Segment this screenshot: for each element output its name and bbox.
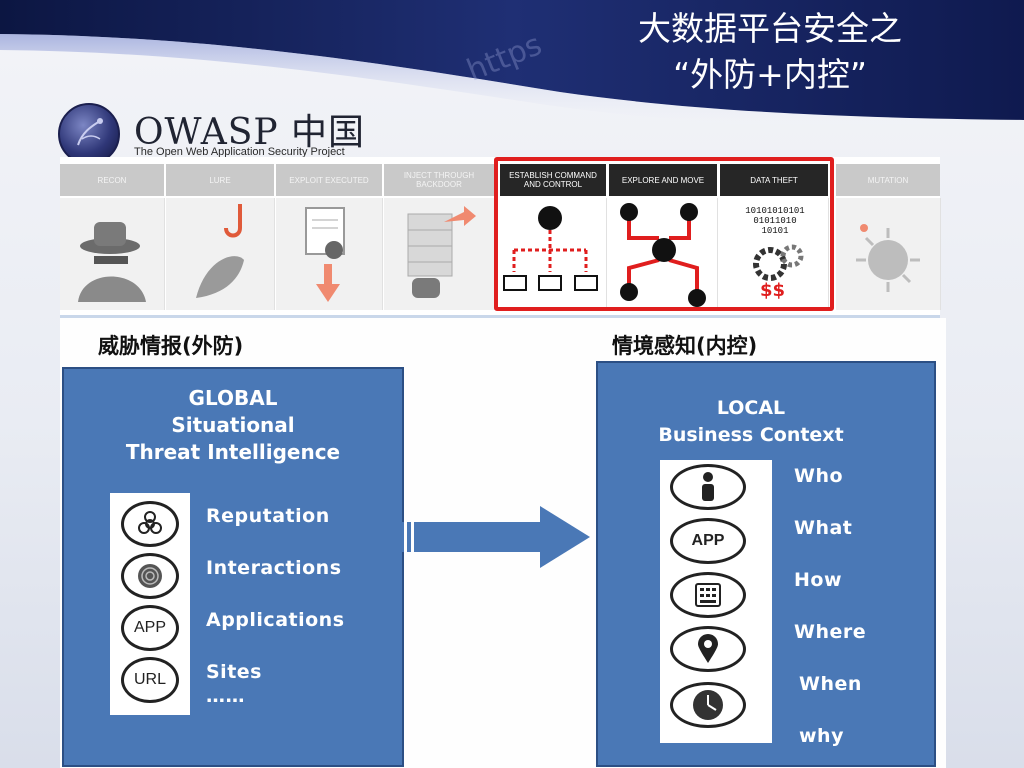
app-window-icon-text: APP (692, 532, 725, 550)
url-icon: URL (121, 657, 179, 703)
interactions-label: Interactions (206, 557, 342, 579)
local-context-title: LOCAL Business Context (598, 395, 904, 449)
title-line: GLOBAL (64, 385, 402, 412)
global-intel-box: GLOBAL Situational Threat Intelligence A… (62, 367, 404, 767)
exploit-panel (276, 198, 383, 310)
slide-title: 大数据平台安全之 “外防+内控” (560, 6, 980, 98)
global-icon-strip: APP URL (110, 493, 190, 715)
what-label: What (794, 517, 852, 539)
document-bomb-icon (276, 198, 382, 310)
clock-icon (670, 682, 746, 728)
app-icon: APP (121, 605, 179, 651)
right-section-heading: 情境感知(内控) (612, 330, 757, 360)
slide-title-line2: “外防+内控” (560, 52, 980, 98)
kill-chain-graphic: RECON LURE EXPLOIT EXECUTED INJECT THROU… (60, 157, 940, 319)
who-label: Who (794, 465, 843, 487)
person-icon (670, 464, 746, 510)
when-label: When (799, 673, 862, 695)
owasp-logo (58, 103, 120, 165)
biohazard-icon (121, 501, 179, 547)
brick-wall-icon (384, 198, 494, 310)
flow-arrow-icon (400, 506, 590, 568)
ellipsis-label: …… (206, 685, 245, 707)
active-stages-highlight (494, 157, 834, 311)
lure-panel (166, 198, 275, 310)
where-label: Where (794, 621, 866, 643)
kill-chain-stage-recon: RECON (60, 164, 164, 196)
title-line: LOCAL (598, 395, 904, 422)
keypad-icon (670, 572, 746, 618)
owasp-wasp-icon (60, 105, 118, 163)
slide-title-line1: 大数据平台安全之 (560, 6, 980, 52)
fishhook-icon (166, 198, 274, 310)
why-label: why (799, 725, 844, 747)
kill-chain-stage-mutation: MUTATION (836, 164, 940, 196)
url-icon-text: URL (134, 671, 166, 689)
how-label: How (794, 569, 842, 591)
fingerprint-icon (121, 553, 179, 599)
title-line: Situational (64, 412, 402, 439)
virus-icon (836, 198, 940, 310)
left-section-heading: 威胁情报(外防) (98, 330, 243, 360)
app-icon-text: APP (134, 619, 166, 637)
location-pin-icon (670, 626, 746, 672)
local-icon-strip: APP (660, 460, 772, 743)
inject-panel (384, 198, 495, 310)
recon-panel (60, 198, 165, 310)
applications-label: Applications (206, 609, 345, 631)
kill-chain-stage-inject: INJECT THROUGH BACKDOOR (384, 164, 494, 196)
kill-chain-stage-lure: LURE (166, 164, 274, 196)
title-line: Threat Intelligence (64, 439, 402, 466)
sites-label: Sites (206, 661, 262, 683)
reputation-label: Reputation (206, 505, 330, 527)
title-line: Business Context (598, 422, 904, 449)
mutation-panel (836, 198, 941, 310)
kill-chain-stage-exploit: EXPLOIT EXECUTED (276, 164, 382, 196)
local-context-box: LOCAL Business Context APP Who What How … (596, 361, 936, 767)
app-window-icon: APP (670, 518, 746, 564)
global-intel-title: GLOBAL Situational Threat Intelligence (64, 385, 402, 466)
spy-icon (60, 198, 164, 310)
